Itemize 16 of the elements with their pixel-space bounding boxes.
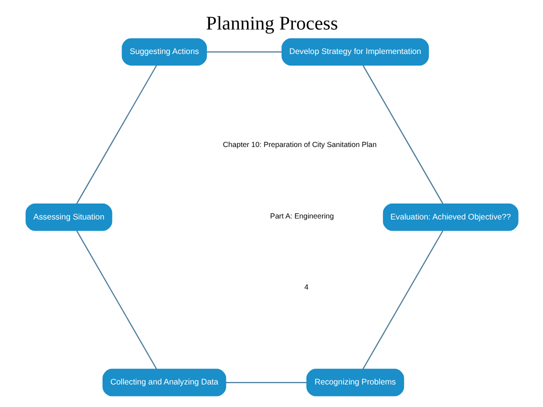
- connector: [76, 65, 157, 204]
- node-box: Assessing Situation: [25, 204, 112, 231]
- label: Part A: Engineering: [270, 211, 334, 220]
- connector: [362, 65, 443, 204]
- node-box: Evaluation: Achieved Objective??: [382, 204, 518, 231]
- label: Chapter 10: Preparation of City Sanitation Plan: [222, 140, 376, 150]
- node-box: Suggesting Actions: [121, 38, 206, 66]
- connector: [206, 51, 282, 52]
- node-box: Develop Strategy for Implementation: [281, 38, 428, 66]
- label: 4: [304, 282, 308, 292]
- connector: [76, 230, 157, 370]
- node-box: Collecting and Analyzing Data: [102, 368, 226, 396]
- node-box: Recognizing Problems: [306, 368, 404, 396]
- connector: [362, 230, 443, 370]
- diagram-title: Planning Process: [206, 14, 338, 35]
- connector: [225, 382, 306, 384]
